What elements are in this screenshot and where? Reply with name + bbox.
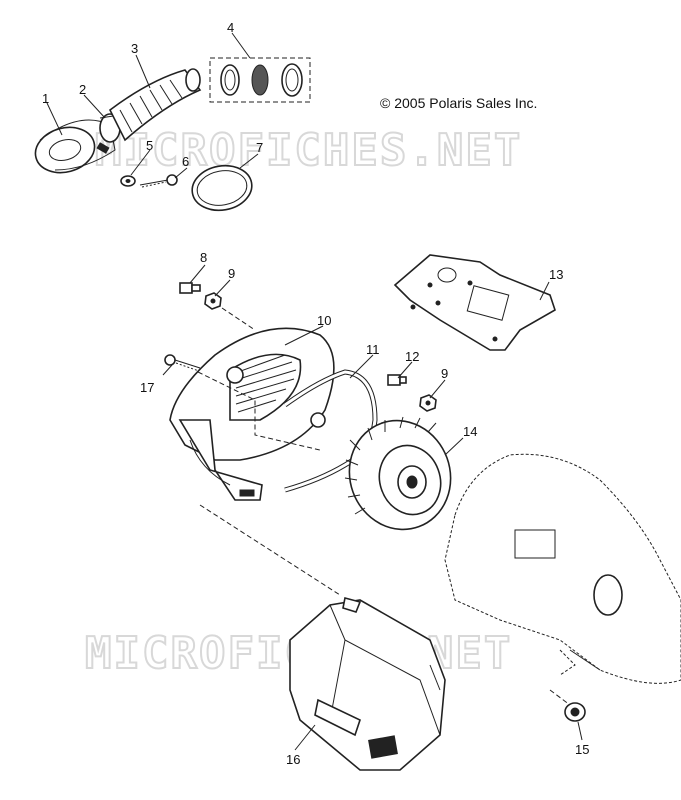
part-11-hose[interactable] — [283, 369, 378, 493]
callout-10: 10 — [317, 313, 331, 328]
callout-9-upper: 9 — [228, 266, 235, 281]
leader-lines — [46, 32, 583, 751]
callout-12: 12 — [405, 349, 419, 364]
part-5-washer[interactable] — [120, 175, 136, 187]
callout-1: 1 — [42, 91, 49, 106]
part-6-screw[interactable] — [139, 174, 178, 188]
callout-8: 8 — [200, 250, 207, 265]
watermark-top: MICROFICHES.NET — [95, 125, 522, 176]
part-10-blower-housing[interactable] — [169, 327, 335, 501]
callout-6: 6 — [182, 154, 189, 169]
part-8-bolt[interactable] — [179, 282, 201, 294]
part-3-duct-hose[interactable] — [108, 68, 202, 142]
part-9-nut-upper[interactable] — [204, 292, 222, 310]
part-7-gasket-ring[interactable] — [189, 161, 256, 215]
callout-2: 2 — [79, 82, 86, 97]
part-17-screw[interactable] — [164, 354, 201, 372]
part-16-shroud[interactable] — [289, 597, 446, 771]
callout-14: 14 — [463, 424, 477, 439]
callout-labels: 1 2 3 4 5 6 7 8 9 10 11 12 9 13 14 17 16… — [42, 20, 589, 767]
part-14-flywheel-fan[interactable] — [334, 406, 466, 544]
callout-3: 3 — [131, 41, 138, 56]
callout-11: 11 — [366, 342, 380, 357]
callout-13: 13 — [549, 267, 563, 282]
copyright-text: © 2005 Polaris Sales Inc. — [380, 95, 537, 111]
callout-5: 5 — [146, 138, 153, 153]
callout-7: 7 — [256, 140, 263, 155]
engine-case-outline — [444, 453, 681, 684]
callout-16: 16 — [286, 752, 300, 767]
part-4-filter-kit[interactable] — [209, 57, 311, 103]
part-13-gasket-plate[interactable] — [393, 254, 556, 351]
part-15-grommet[interactable] — [564, 702, 586, 722]
part-12-bolt[interactable] — [387, 374, 407, 386]
callout-9-lower: 9 — [441, 366, 448, 381]
part-9-nut-lower[interactable] — [419, 394, 437, 412]
callout-4: 4 — [227, 20, 234, 35]
callout-17: 17 — [140, 380, 154, 395]
callout-15: 15 — [575, 742, 589, 757]
